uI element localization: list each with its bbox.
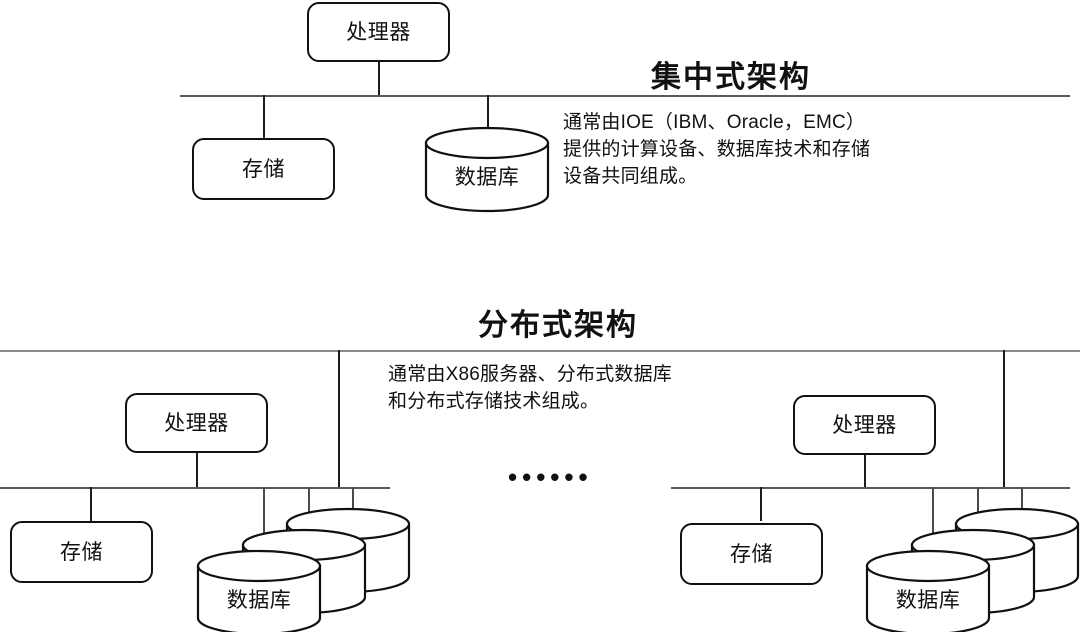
distributed-left-processor-label: 处理器: [164, 411, 229, 435]
distributed-right-storage-label: 存储: [730, 542, 773, 566]
distributed-left-storage-label: 存储: [60, 540, 103, 564]
distributed-left-processor-box: 处理器: [125, 393, 268, 453]
distributed-left-storage-box: 存储: [10, 521, 153, 583]
centralized-processor-label: 处理器: [346, 20, 411, 44]
distributed-right-db2-connector: [977, 487, 979, 534]
distributed-right-cluster-riser: [1003, 350, 1005, 487]
distributed-right-db1-connector: [932, 487, 934, 555]
distributed-left-bus-line: [0, 487, 390, 489]
distributed-description: 通常由X86服务器、分布式数据库 和分布式存储技术组成。: [388, 364, 673, 412]
centralized-storage-connector: [263, 95, 265, 138]
centralized-description: 通常由IOE（IBM、Oracle，EMC） 提供的计算设备、数据库技术和存储 …: [563, 112, 871, 187]
distributed-left-processor-connector: [196, 453, 198, 487]
distributed-left-database-front: 数据库: [196, 549, 322, 632]
distributed-right-processor-connector: [864, 455, 866, 487]
distributed-right-processor-box: 处理器: [793, 395, 936, 455]
centralized-processor-box: 处理器: [307, 2, 450, 62]
distributed-title: 分布式架构: [478, 309, 638, 342]
distributed-left-cluster-riser: [338, 350, 340, 487]
distributed-right-db3-connector: [1021, 487, 1023, 515]
centralized-title: 集中式架构: [651, 61, 811, 94]
centralized-storage-label: 存储: [242, 157, 285, 181]
centralized-database-connector: [487, 95, 489, 133]
centralized-processor-connector: [378, 62, 380, 95]
distributed-ellipsis: ••••••: [508, 462, 593, 492]
distributed-right-database-front: 数据库: [865, 549, 991, 632]
distributed-left-db2-connector: [308, 487, 310, 534]
distributed-left-storage-connector: [90, 487, 92, 521]
centralized-bus-line: [180, 95, 1070, 97]
distributed-left-db1-connector: [263, 487, 265, 555]
distributed-right-storage-box: 存储: [680, 523, 823, 585]
distributed-top-rule: [0, 350, 1080, 352]
distributed-left-db3-connector: [352, 487, 354, 515]
distributed-right-storage-connector: [760, 487, 762, 521]
distributed-right-processor-label: 处理器: [832, 413, 897, 437]
centralized-database-cylinder: 数据库: [424, 126, 550, 213]
centralized-storage-box: 存储: [192, 138, 335, 200]
distributed-right-bus-line: [671, 487, 1070, 489]
